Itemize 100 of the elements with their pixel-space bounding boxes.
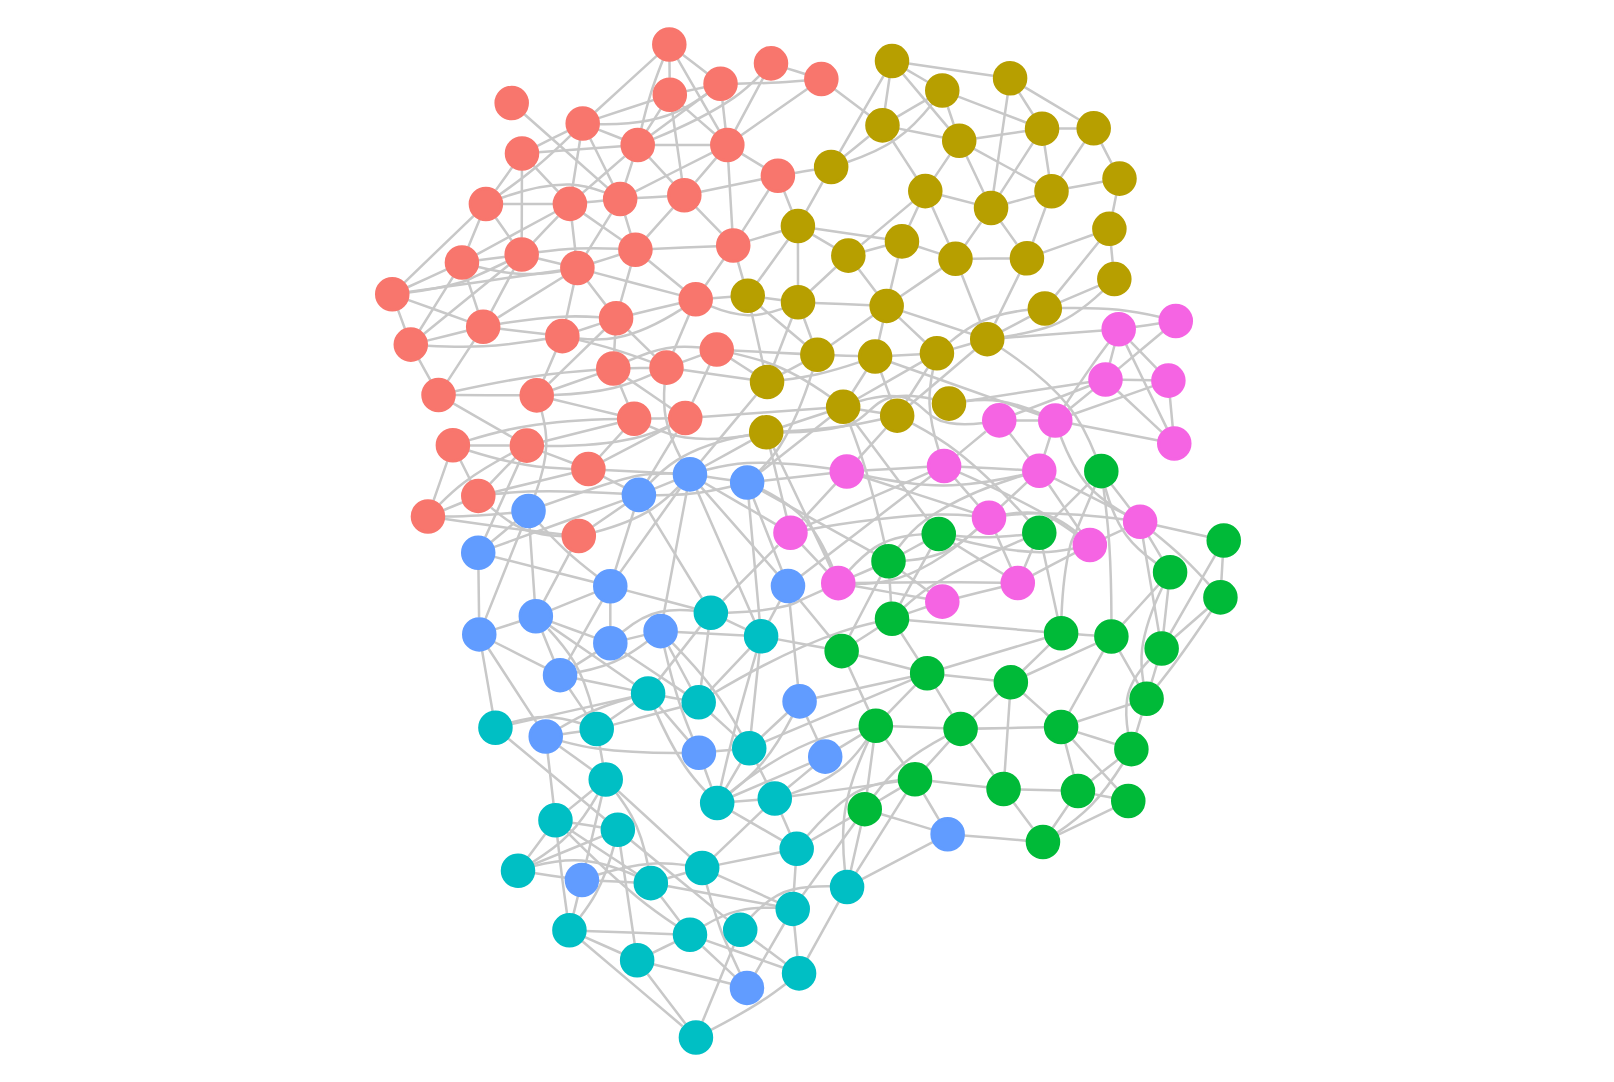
connector — [907, 618, 1045, 634]
node-circle — [651, 77, 687, 112]
connector — [405, 298, 467, 323]
connector — [493, 619, 521, 631]
connector — [959, 273, 982, 325]
node-circle — [1093, 619, 1128, 654]
connector — [1021, 547, 1034, 569]
connector — [795, 242, 799, 287]
node-circle — [1023, 111, 1059, 146]
connector — [933, 686, 952, 715]
connector — [845, 102, 933, 164]
node-circle — [698, 785, 734, 821]
connector — [684, 85, 704, 93]
node-circle — [747, 414, 783, 450]
connector — [510, 695, 632, 726]
connector — [781, 190, 793, 212]
connector — [871, 735, 946, 797]
connector — [431, 460, 448, 502]
node-circle — [896, 761, 932, 797]
connector — [751, 497, 783, 572]
node-circle — [908, 656, 944, 691]
connector — [479, 650, 493, 712]
node-circle — [527, 719, 562, 754]
connector — [497, 315, 600, 326]
node-circle — [721, 912, 757, 948]
connector — [624, 633, 645, 641]
node-circle — [981, 403, 1016, 438]
connector — [896, 315, 925, 343]
connector — [813, 227, 886, 241]
connector — [800, 821, 856, 897]
connector — [699, 944, 734, 1024]
connector — [489, 506, 563, 538]
node-circle — [942, 711, 977, 747]
connector — [726, 160, 733, 229]
connector — [536, 144, 621, 154]
connector — [953, 533, 1023, 539]
connector — [862, 244, 886, 253]
connector — [608, 603, 611, 627]
connector — [906, 605, 926, 615]
connector — [958, 465, 1022, 472]
connector — [597, 744, 604, 765]
connector — [407, 260, 507, 294]
connector — [707, 647, 750, 692]
connector — [1007, 432, 1029, 459]
node-circle — [846, 791, 882, 827]
node-circle — [1121, 504, 1157, 539]
connector — [801, 317, 812, 340]
connector — [889, 360, 1040, 417]
node-circle — [824, 389, 860, 425]
connector — [522, 113, 608, 190]
node-circle — [677, 1020, 713, 1055]
connector — [1103, 527, 1125, 540]
connector — [1016, 91, 1034, 116]
connector — [1069, 422, 1158, 442]
connector — [780, 411, 827, 429]
connector — [1003, 512, 1124, 521]
connector — [1133, 714, 1142, 734]
connector — [1047, 484, 1081, 533]
connector — [531, 164, 559, 193]
connector — [796, 597, 832, 640]
connector — [551, 372, 598, 391]
connector — [442, 517, 563, 536]
connector — [767, 447, 787, 518]
connector — [1058, 140, 1085, 179]
connector — [670, 642, 742, 735]
connector — [537, 522, 597, 578]
connector — [715, 873, 778, 904]
node-circle — [728, 970, 764, 1006]
node-circle — [714, 228, 750, 263]
connector — [496, 275, 563, 319]
connector — [708, 712, 737, 738]
connector — [891, 725, 944, 730]
connector — [591, 502, 626, 528]
connector — [693, 206, 722, 235]
node-circle — [493, 85, 528, 121]
connector — [856, 426, 887, 460]
connector — [1024, 642, 1096, 677]
connector — [999, 480, 1028, 508]
node-circle — [518, 378, 553, 413]
connector — [531, 834, 602, 866]
connector — [846, 421, 886, 547]
connector — [731, 351, 830, 398]
connector — [754, 762, 768, 785]
connector — [703, 938, 783, 969]
connector — [1040, 548, 1058, 617]
connector — [501, 202, 553, 206]
connector — [710, 621, 876, 696]
connector — [1002, 289, 1103, 339]
node-circle — [1021, 453, 1056, 489]
connector — [804, 513, 973, 532]
connector — [704, 883, 741, 974]
connector — [1140, 537, 1160, 634]
connector — [1050, 804, 1069, 829]
node-circle — [651, 27, 686, 62]
connector — [467, 449, 572, 471]
connector — [1088, 758, 1119, 783]
connector — [494, 166, 513, 191]
connector — [693, 156, 717, 183]
connector — [792, 925, 798, 958]
connector — [1092, 792, 1112, 800]
